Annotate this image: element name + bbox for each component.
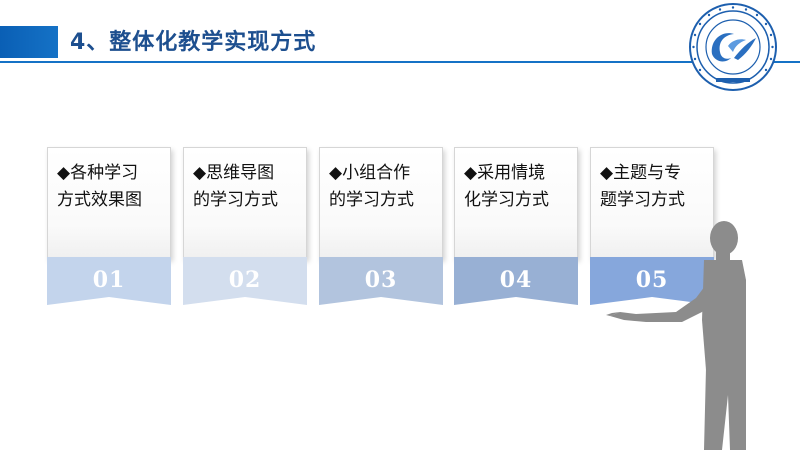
card-number: 03 — [364, 267, 398, 293]
card-line-1: ◆思维导图 — [193, 163, 275, 183]
card-number-tab — [319, 257, 443, 305]
card-text: ◆思维导图 的学习方式 — [193, 160, 305, 214]
card-number: 01 — [92, 267, 126, 293]
card-body — [590, 147, 714, 259]
card-line-2: 方式效果图 — [57, 190, 142, 210]
card-03: ◆小组合作 的学习方式 03 — [319, 147, 443, 305]
title-underline — [0, 61, 800, 63]
card-body — [319, 147, 443, 259]
card-02: ◆思维导图 的学习方式 02 — [183, 147, 307, 305]
presenter-silhouette-icon — [606, 221, 746, 450]
card-05: ◆主题与专 题学习方式 05 — [590, 147, 714, 305]
card-number-tab — [47, 257, 171, 305]
page-title: 4、整体化教学实现方式 — [70, 30, 317, 55]
card-number-tab — [183, 257, 307, 305]
card-04: ◆采用情境 化学习方式 04 — [454, 147, 578, 305]
title-accent-bar — [0, 26, 58, 58]
card-line-2: 的学习方式 — [329, 190, 414, 210]
school-emblem-icon — [689, 3, 777, 91]
card-number-tab — [454, 257, 578, 305]
card-line-1: ◆各种学习 — [57, 163, 139, 183]
card-number: 05 — [635, 267, 669, 293]
card-number-tab — [590, 257, 714, 305]
card-body — [454, 147, 578, 259]
card-01: ◆各种学习 方式效果图 01 — [47, 147, 171, 305]
card-number: 02 — [228, 267, 262, 293]
card-line-1: ◆小组合作 — [329, 163, 411, 183]
card-text: ◆各种学习 方式效果图 — [57, 160, 169, 214]
card-line-2: 题学习方式 — [600, 190, 685, 210]
card-body — [183, 147, 307, 259]
card-line-2: 的学习方式 — [193, 190, 278, 210]
card-text: ◆主题与专 题学习方式 — [600, 160, 712, 214]
card-line-2: 化学习方式 — [464, 190, 549, 210]
card-text: ◆小组合作 的学习方式 — [329, 160, 441, 214]
card-line-1: ◆主题与专 — [600, 163, 682, 183]
card-number: 04 — [499, 267, 533, 293]
card-line-1: ◆采用情境 — [464, 163, 546, 183]
card-text: ◆采用情境 化学习方式 — [464, 160, 576, 214]
